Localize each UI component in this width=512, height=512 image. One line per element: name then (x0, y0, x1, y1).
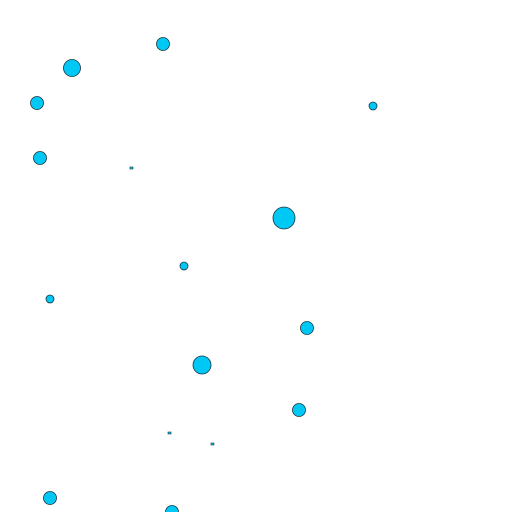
dot (192, 355, 212, 375)
dot (300, 321, 314, 335)
dot (272, 206, 296, 230)
dot (63, 59, 81, 77)
dot (368, 101, 378, 111)
dot-speck (210, 442, 215, 446)
dot (292, 403, 306, 417)
dot (165, 505, 179, 512)
dot (45, 294, 55, 304)
dot (156, 37, 170, 51)
dot (33, 151, 47, 165)
dot (43, 491, 57, 505)
dot-speck (129, 166, 134, 170)
dot-speck (167, 431, 172, 435)
dot (179, 261, 189, 271)
dot (30, 96, 44, 110)
